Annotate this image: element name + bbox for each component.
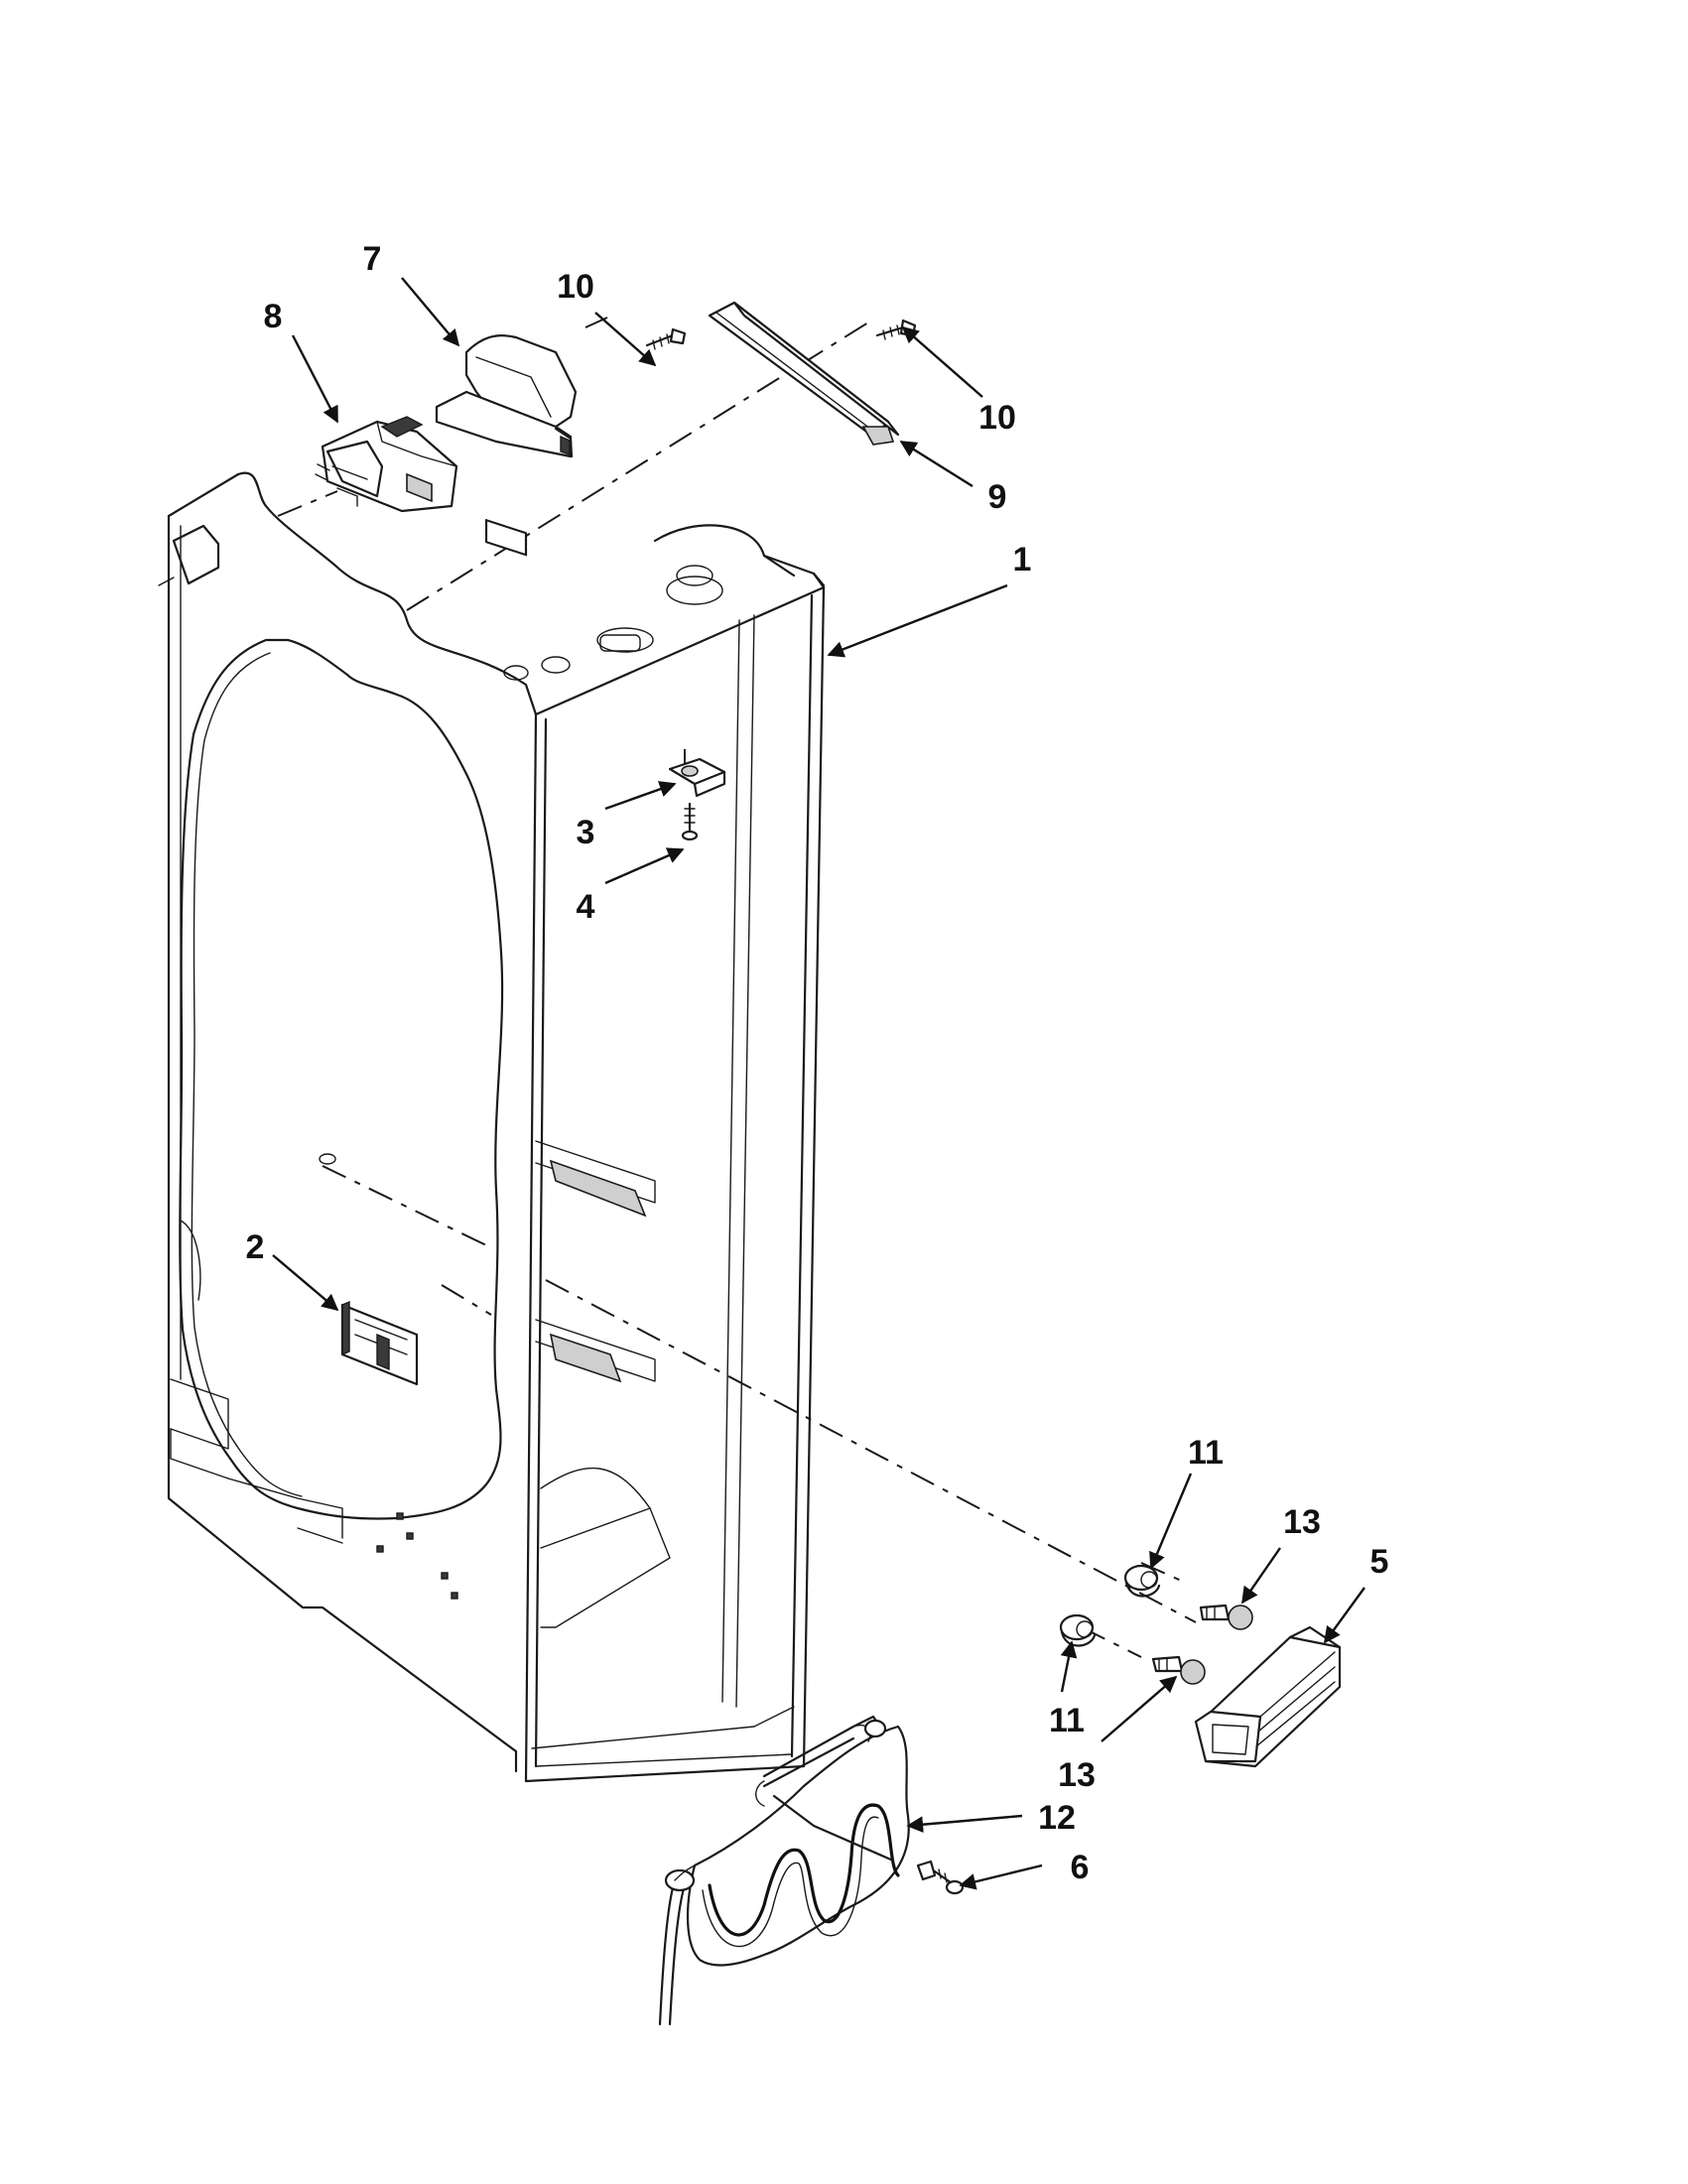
callout-3: 3 — [577, 814, 595, 851]
liner-part-1 — [158, 471, 826, 1783]
callout-13-lower: 13 — [1058, 1756, 1096, 1794]
part-6-screw — [916, 1860, 965, 1895]
callout-6: 6 — [1071, 1849, 1090, 1886]
part-13-pin-lower — [1151, 1655, 1206, 1685]
callout-11-lower: 11 — [1049, 1702, 1085, 1739]
callout-13-upper: 13 — [1283, 1503, 1321, 1541]
callout-7: 7 — [363, 240, 382, 278]
part-4-screw — [681, 802, 699, 841]
part-11-grommet-upper — [1123, 1564, 1161, 1598]
part-10-screw-a — [645, 327, 687, 350]
assembly-lines — [277, 317, 1197, 1658]
part-12-evaporator — [658, 1715, 910, 2026]
callout-10-right: 10 — [978, 399, 1016, 437]
callout-12: 12 — [1038, 1799, 1076, 1837]
part-13-pin-upper — [1199, 1604, 1253, 1630]
callout-4: 4 — [577, 888, 595, 926]
callout-11-upper: 11 — [1188, 1434, 1224, 1472]
callout-2: 2 — [246, 1228, 265, 1266]
part-7-bracket — [435, 334, 578, 557]
part-2-damper — [319, 1153, 419, 1386]
part-3-clip — [668, 757, 726, 798]
callout-8: 8 — [264, 298, 283, 335]
callout-1: 1 — [1013, 541, 1032, 578]
part-9-channel — [708, 301, 900, 446]
part-11-grommet-lower — [1059, 1613, 1097, 1647]
callout-10-upper: 10 — [557, 268, 594, 306]
part-5-trough — [1194, 1625, 1342, 1768]
callout-leaders — [272, 277, 1365, 1890]
part-10-screw-b — [875, 319, 917, 340]
callout-9: 9 — [988, 478, 1007, 516]
callout-5: 5 — [1370, 1543, 1389, 1581]
callout-labels: 7 8 10 10 9 1 3 4 2 11 13 5 11 13 12 6 — [246, 240, 1389, 1886]
part-8-housing — [315, 416, 458, 513]
